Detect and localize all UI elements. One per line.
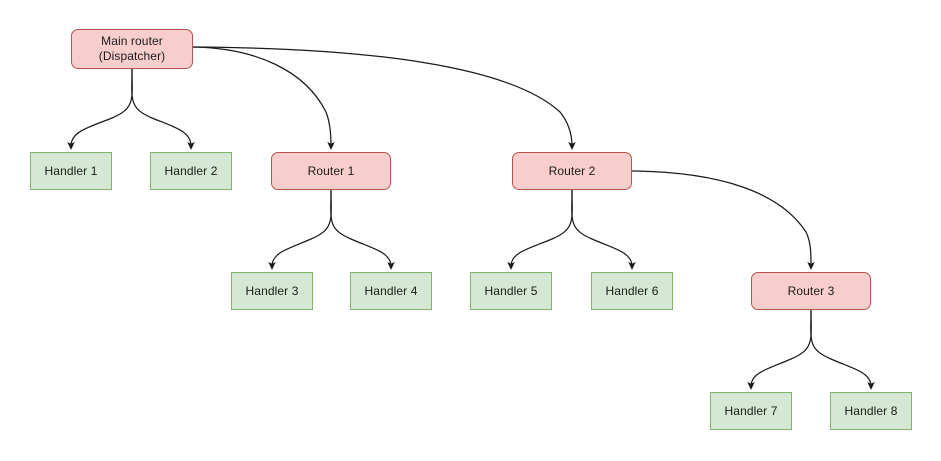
edge-main-router-to-router-2 — [192, 46, 576, 150]
node-label-router-3: Router 3 — [787, 283, 835, 298]
node-label-handler-2: Handler 2 — [164, 163, 218, 178]
node-handler-4[interactable]: Handler 4 — [350, 272, 432, 310]
edge-router-2-to-handler-6 — [571, 189, 636, 270]
edge-router-3-to-handler-7 — [747, 309, 812, 390]
node-handler-8[interactable]: Handler 8 — [830, 392, 912, 430]
node-label-handler-4: Handler 4 — [364, 283, 418, 298]
node-router-2[interactable]: Router 2 — [512, 152, 632, 190]
node-label-router-1: Router 1 — [307, 163, 355, 178]
node-router-1[interactable]: Router 1 — [271, 152, 391, 190]
node-handler-5[interactable]: Handler 5 — [470, 272, 552, 310]
node-handler-2[interactable]: Handler 2 — [150, 152, 232, 190]
edge-router-2-to-router-3 — [631, 170, 815, 270]
edge-main-router-to-handler-2 — [131, 68, 195, 150]
node-label-main-router: Main router (Dispatcher) — [98, 34, 166, 63]
edge-router-1-to-handler-4 — [330, 189, 395, 270]
node-label-handler-6: Handler 6 — [605, 283, 659, 298]
edge-router-2-to-handler-5 — [507, 189, 573, 270]
edge-main-router-to-router-1 — [192, 46, 335, 150]
edge-router-3-to-handler-8 — [810, 309, 875, 390]
node-handler-1[interactable]: Handler 1 — [30, 152, 112, 190]
node-handler-6[interactable]: Handler 6 — [591, 272, 673, 310]
node-router-3[interactable]: Router 3 — [751, 272, 871, 310]
edge-router-1-to-handler-3 — [268, 189, 332, 270]
node-label-handler-3: Handler 3 — [245, 283, 299, 298]
node-handler-3[interactable]: Handler 3 — [231, 272, 313, 310]
node-label-handler-5: Handler 5 — [484, 283, 538, 298]
node-label-handler-8: Handler 8 — [844, 403, 898, 418]
node-main-router[interactable]: Main router (Dispatcher) — [71, 29, 193, 69]
node-label-handler-7: Handler 7 — [724, 403, 778, 418]
edges-group — [67, 46, 875, 390]
edge-main-router-to-handler-1 — [67, 68, 133, 150]
node-label-handler-1: Handler 1 — [44, 163, 98, 178]
node-handler-7[interactable]: Handler 7 — [710, 392, 792, 430]
node-label-router-2: Router 2 — [548, 163, 596, 178]
